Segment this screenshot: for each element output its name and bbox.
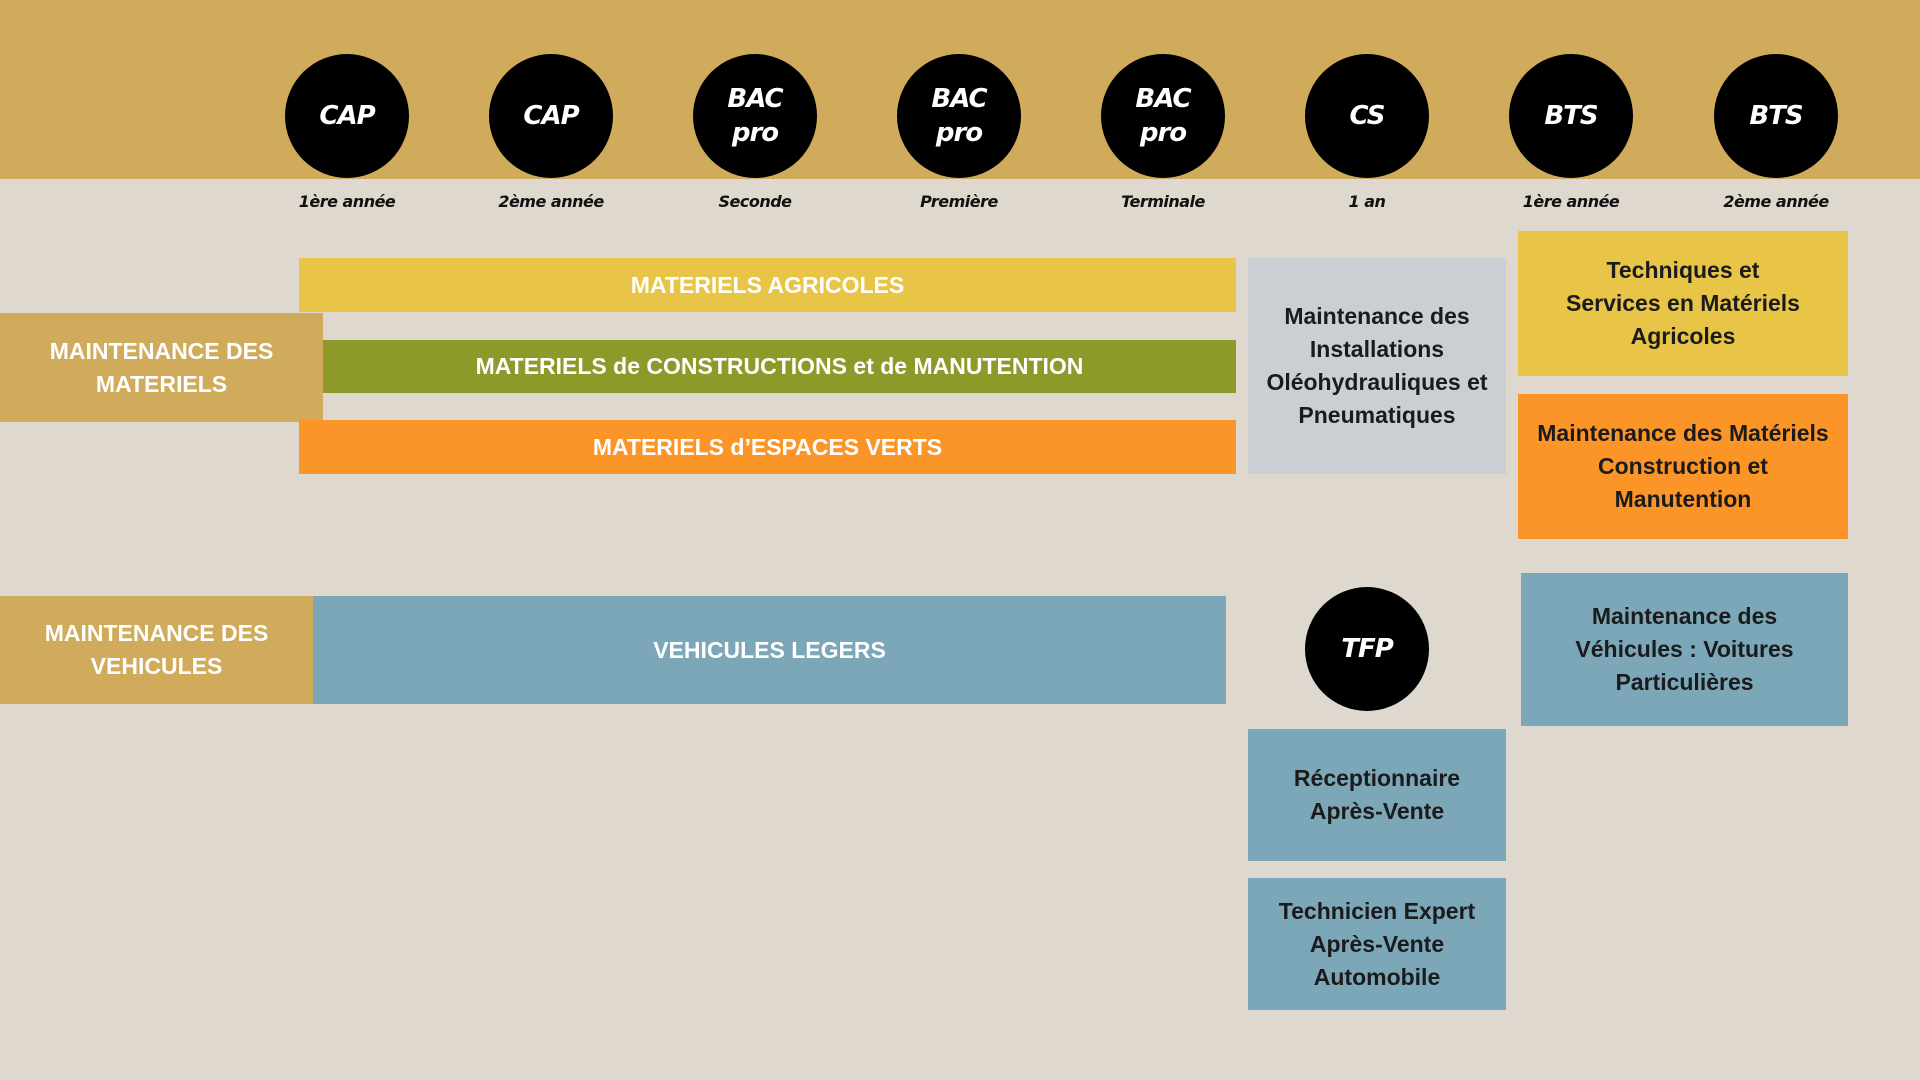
bar-materiels-espaces-verts: MATERIELS d’ESPACES VERTS	[299, 420, 1236, 474]
level-subtitle: 1ère année	[298, 192, 396, 211]
level-badge: BAC pro	[693, 54, 817, 178]
level-badge-text: BAC	[727, 84, 783, 114]
bts-vehicules-particulieres: Maintenance des Véhicules : Voitures Par…	[1521, 573, 1848, 726]
level-badge: BAC pro	[897, 54, 1021, 178]
level-badge-text: pro	[731, 118, 779, 148]
level-badge-text: pro	[935, 118, 983, 148]
level-badge-text: CAP	[523, 101, 579, 131]
level-subtitle: 2ème année	[1723, 192, 1829, 211]
level-badge-text: BTS	[1749, 101, 1803, 131]
bar-vehicules-legers: VEHICULES LEGERS	[313, 596, 1226, 704]
category-maintenance-vehicules: MAINTENANCE DES VEHICULES	[0, 596, 313, 704]
level-badge: CAP	[285, 54, 409, 178]
level-badge-text: BAC	[931, 84, 987, 114]
bar-materiels-agricoles: MATERIELS AGRICOLES	[299, 258, 1236, 312]
level-subtitle: Première	[920, 192, 998, 211]
level-badge-text: CAP	[319, 101, 375, 131]
level-subtitle: 1 an	[1348, 192, 1386, 211]
level-subtitle: 1ère année	[1522, 192, 1620, 211]
level-badge: BAC pro	[1101, 54, 1225, 178]
level-badge: CAP	[489, 54, 613, 178]
level-subtitle: Terminale	[1121, 192, 1205, 211]
tfp-receptionnaire: Réceptionnaire Après-Vente	[1248, 729, 1506, 861]
level-subtitle: Seconde	[718, 192, 792, 211]
bar-materiels-construction: MATERIELS de CONSTRUCTIONS et de MANUTEN…	[323, 340, 1236, 393]
level-badge: BTS	[1509, 54, 1633, 178]
level-badge: CS	[1305, 54, 1429, 178]
level-badge-text: CS	[1349, 101, 1386, 131]
category-maintenance-materiels: MAINTENANCE DES MATERIELS	[0, 313, 323, 422]
level-badge: BTS	[1714, 54, 1838, 178]
bts-construction-manutention: Maintenance des Matériels Construction e…	[1518, 394, 1848, 539]
level-badge-text: pro	[1139, 118, 1187, 148]
level-badge-text: BTS	[1544, 101, 1598, 131]
level-badge-text: BAC	[1135, 84, 1191, 114]
tfp-badge: TFP	[1305, 587, 1429, 711]
cs-oleohydraulique: Maintenance des Installations Oléohydrau…	[1248, 258, 1506, 474]
bts-materiels-agricoles: Techniques et Services en Matériels Agri…	[1518, 231, 1848, 376]
level-subtitle: 2ème année	[498, 192, 604, 211]
tfp-technicien-expert: Technicien Expert Après-Vente Automobile	[1248, 878, 1506, 1010]
